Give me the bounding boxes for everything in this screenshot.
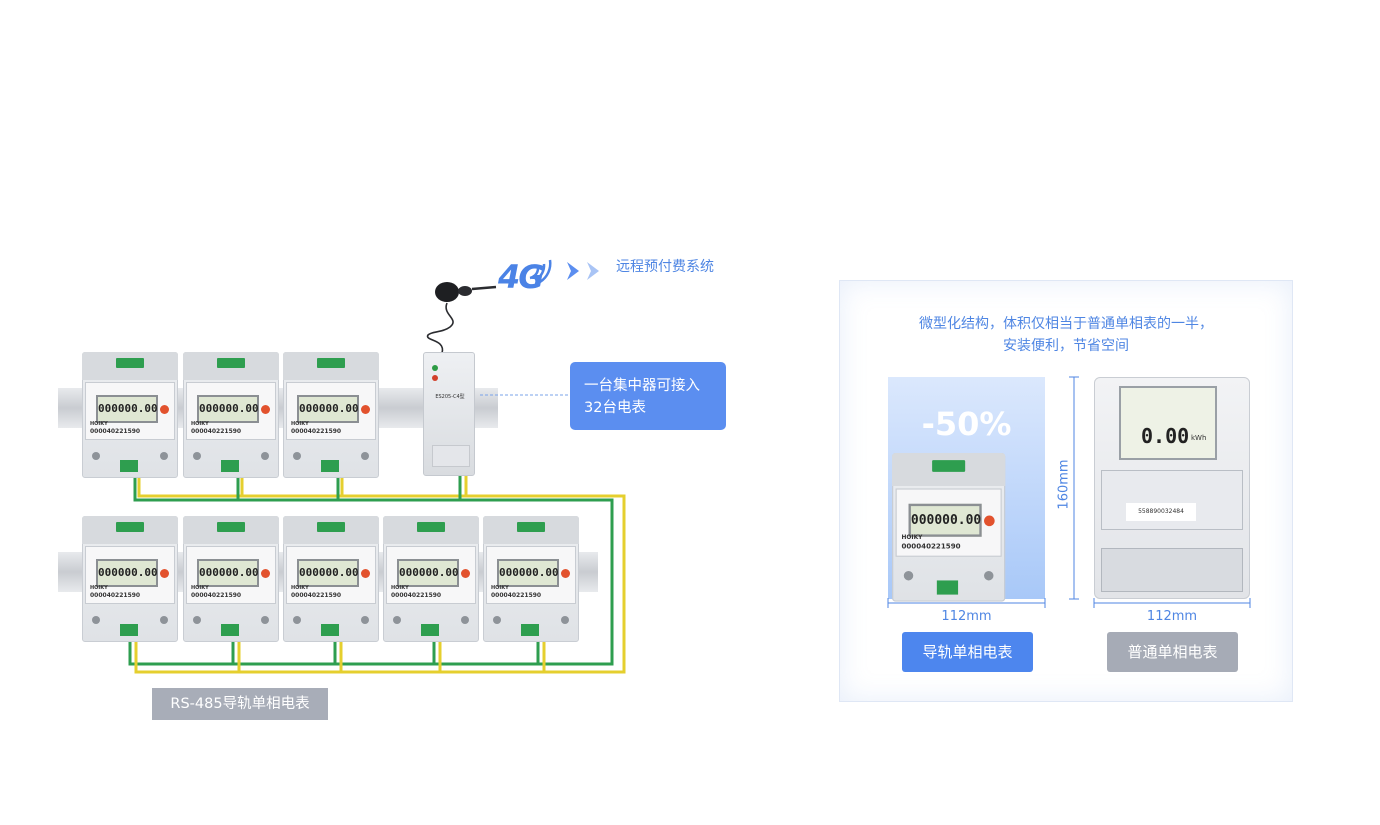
meter-reading: 000000.00 xyxy=(908,503,982,537)
meter-reading: 000000.00 xyxy=(96,559,158,587)
regular-single-phase-meter: 0.00 kWh 558890032484 xyxy=(1094,377,1250,599)
meter-brand: HOIKY xyxy=(391,585,409,591)
button-icon xyxy=(160,569,169,578)
button-icon xyxy=(261,569,270,578)
meter-reading: 000000.00 xyxy=(397,559,459,587)
meter-reading: 000000.00 xyxy=(197,559,259,587)
meter-brand: HOIKY xyxy=(291,585,309,591)
meter-brand: HOIKY xyxy=(191,585,209,591)
antenna-icon xyxy=(426,282,497,354)
size-reduction-label: -50% xyxy=(921,405,1012,443)
regular-meter-terminals xyxy=(1101,548,1243,592)
concentrator-model: ES205-C4型 xyxy=(435,394,465,400)
meter-brand: HOIKY xyxy=(90,585,108,591)
callout-line-2: 32台电表 xyxy=(584,400,646,416)
chevron-right-icon xyxy=(567,262,599,280)
meter-serial: 000040221590 xyxy=(191,592,242,599)
regular-meter-unit: kWh xyxy=(1191,434,1207,442)
button-icon xyxy=(261,405,270,414)
concentrator-capacity-callout: 一台集中器可接入 32台电表 xyxy=(570,362,726,430)
meter-brand: HOIKY xyxy=(491,585,509,591)
size-comparison-panel: 微型化结构，体积仅相当于普通单相表的一半， 安装便利，节省空间 -50% 000… xyxy=(839,280,1293,702)
meter-reading: 000000.00 xyxy=(497,559,559,587)
callout-connector xyxy=(480,394,570,396)
comparison-description: 微型化结构，体积仅相当于普通单相表的一半， 安装便利，节省空间 xyxy=(840,313,1292,357)
meter-serial: 000040221590 xyxy=(491,592,542,599)
button-icon xyxy=(461,569,470,578)
rail-meter-button[interactable]: 导轨单相电表 xyxy=(902,632,1033,672)
width-label-regular: 112mm xyxy=(1146,609,1198,624)
remote-system-label: 远程预付费系统 xyxy=(616,259,714,275)
regular-meter-button[interactable]: 普通单相电表 xyxy=(1107,632,1238,672)
meter-brand: HOIKY xyxy=(191,421,209,427)
button-icon xyxy=(984,515,995,527)
meter-serial: 000040221590 xyxy=(191,428,242,435)
button-icon xyxy=(160,405,169,414)
meter-serial: 000040221590 xyxy=(90,592,141,599)
alarm-led-icon xyxy=(432,375,438,381)
signal-waves-icon xyxy=(529,259,552,284)
description-line-2: 安装便利，节省空间 xyxy=(1003,338,1129,354)
status-led-icon xyxy=(432,365,438,371)
concentrator-device: ES205-C4型 xyxy=(423,352,475,476)
meter-serial: 000040221590 xyxy=(901,542,961,551)
dimension-lines xyxy=(887,376,1251,608)
height-label: 160mm xyxy=(1056,459,1072,510)
button-icon xyxy=(561,569,570,578)
button-icon xyxy=(361,569,370,578)
meter-serial: 000040221590 xyxy=(291,592,342,599)
meter-reading: 000000.00 xyxy=(297,559,359,587)
meter-serial: 000040221590 xyxy=(291,428,342,435)
meter-serial: 000040221590 xyxy=(90,428,141,435)
meter-reading: 000000.00 xyxy=(297,395,359,423)
regular-meter-display: 0.00 kWh xyxy=(1119,386,1217,460)
rs485-meter-label: RS-485导轨单相电表 xyxy=(152,688,328,720)
meter-brand: HOIKY xyxy=(90,421,108,427)
meter-brand: HOIKY xyxy=(901,534,923,542)
meter-serial: 000040221590 xyxy=(391,592,442,599)
button-icon xyxy=(361,405,370,414)
description-line-1: 微型化结构，体积仅相当于普通单相表的一半， xyxy=(919,316,1213,332)
width-label-rail: 112mm xyxy=(941,609,992,624)
meter-reading: 000000.00 xyxy=(197,395,259,423)
4g-label: 4G xyxy=(498,258,545,296)
meter-reading: 000000.00 xyxy=(96,395,158,423)
regular-meter-serial: 558890032484 xyxy=(1126,503,1196,521)
meter-brand: HOIKY xyxy=(291,421,309,427)
regular-meter-reading: 0.00 xyxy=(1141,424,1190,448)
rs485-wiring xyxy=(128,470,626,674)
callout-line-1: 一台集中器可接入 xyxy=(584,378,700,394)
